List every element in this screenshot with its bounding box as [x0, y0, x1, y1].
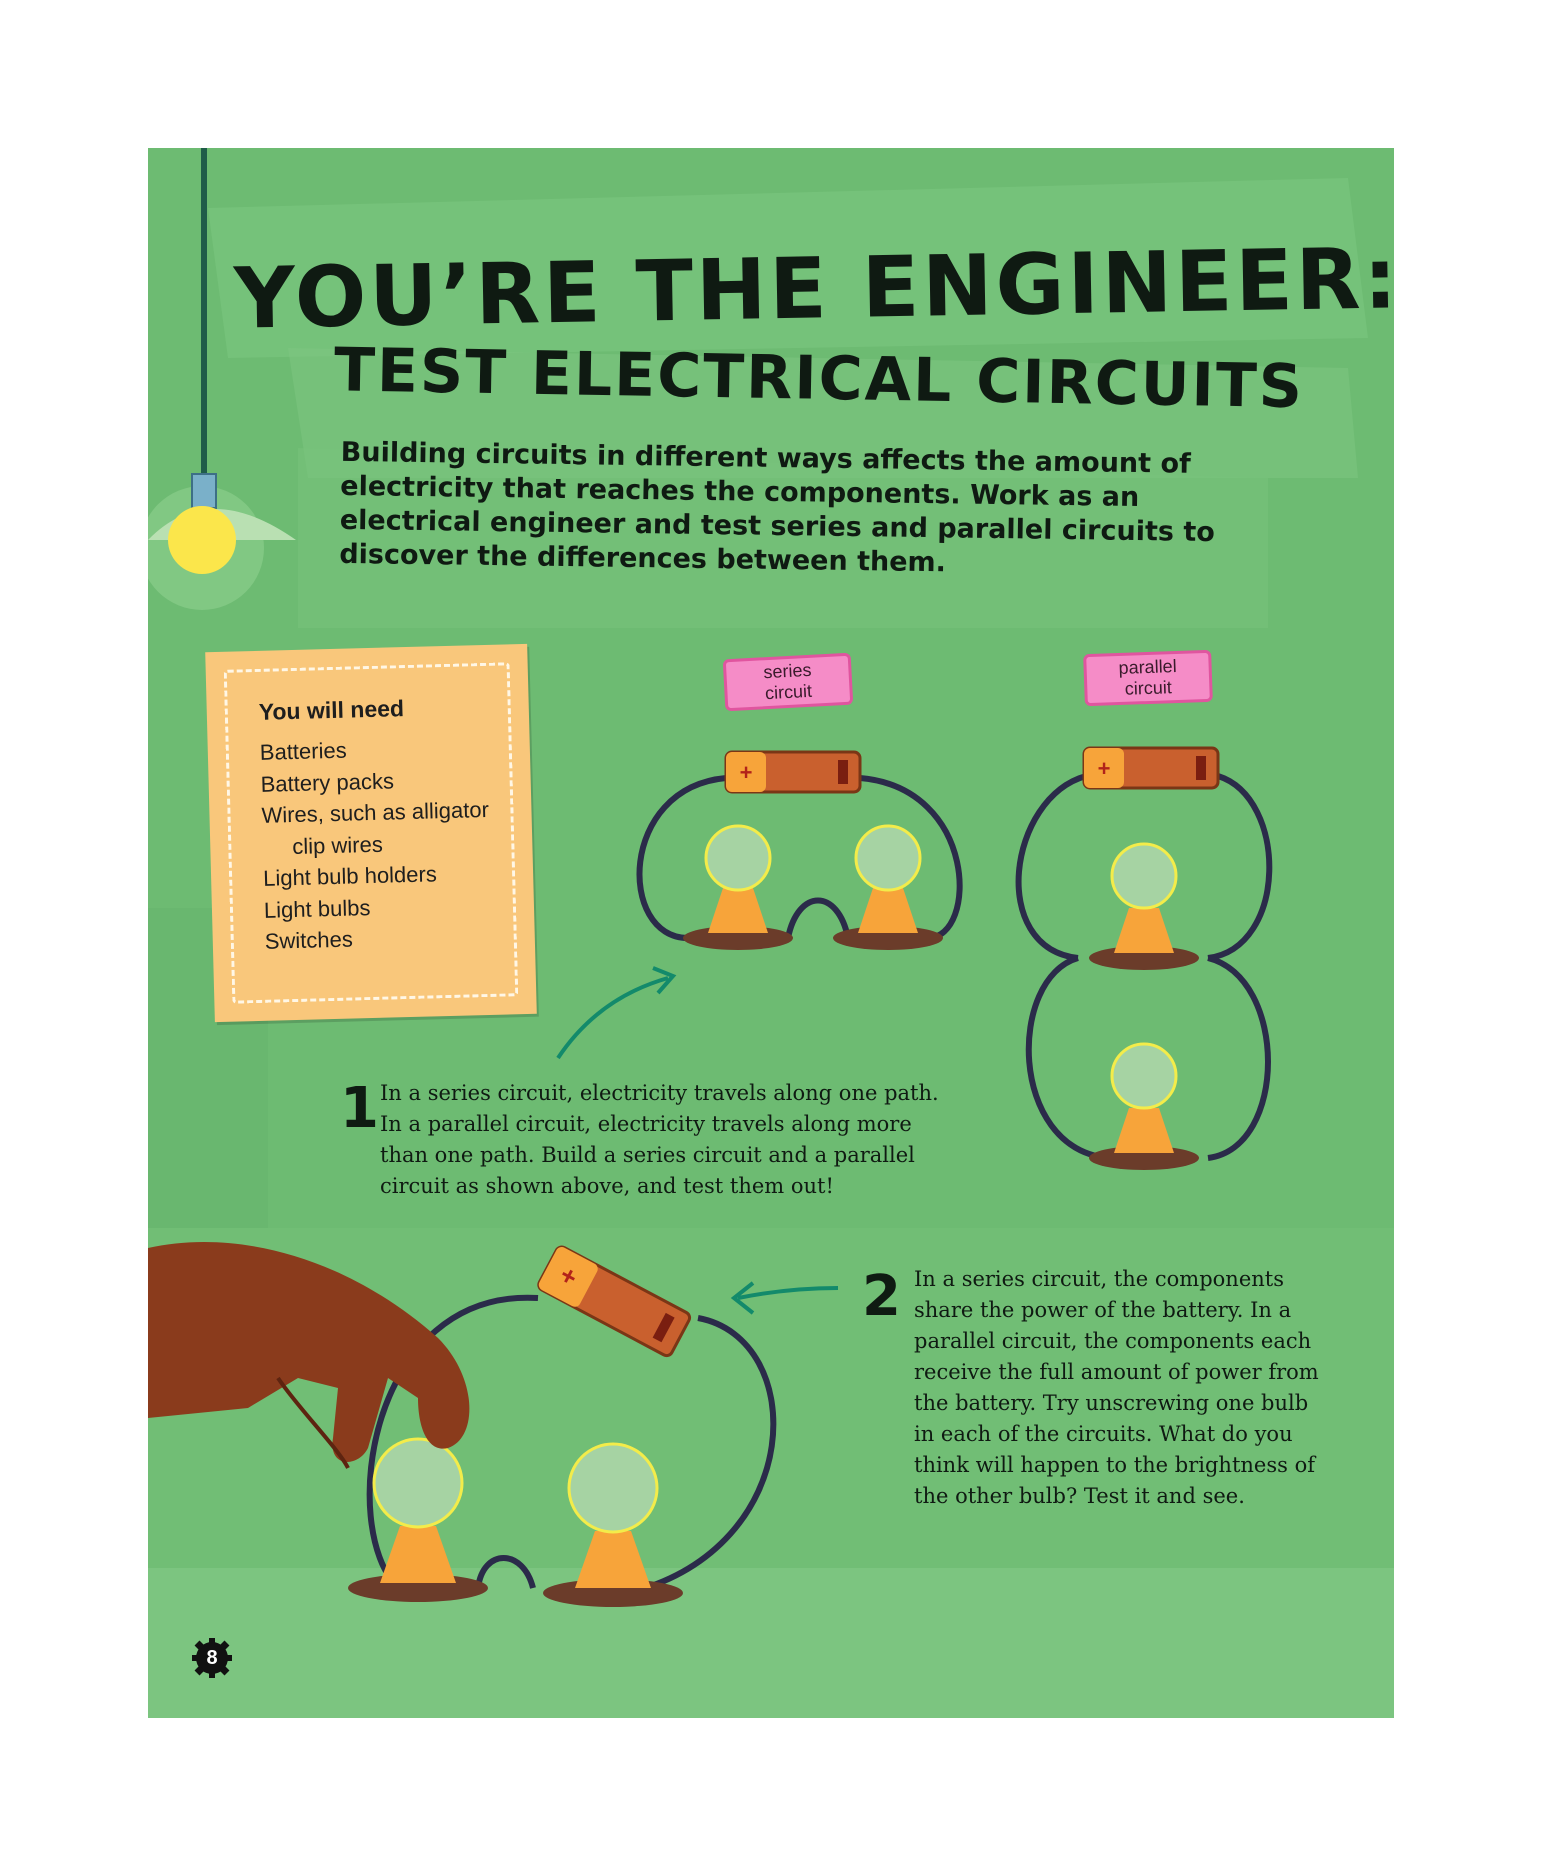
series-circuit-label: series circuit: [722, 652, 854, 712]
light-bulb-icon: [348, 1437, 488, 1602]
parallel-circuit-diagram: +: [1015, 746, 1273, 1170]
light-bulb-icon: [543, 1442, 683, 1607]
hand-icon: [148, 1242, 470, 1469]
battery-icon: +: [724, 750, 862, 794]
battery-plus: +: [1098, 756, 1111, 781]
page: YOU’RE THE ENGINEER: TEST ELECTRICAL CIR…: [148, 148, 1394, 1718]
battery-plus: +: [740, 760, 753, 785]
step-2-text: In a series circuit, the components shar…: [914, 1267, 1319, 1508]
series-circuit-diagram: +: [556, 750, 963, 1060]
light-bulb-icon: [1089, 1042, 1199, 1170]
step-1-number: 1: [340, 1076, 379, 1141]
battery-icon: +: [537, 1245, 692, 1358]
step-2-number: 2: [862, 1264, 901, 1329]
step-1-text: In a series circuit, electricity travels…: [380, 1081, 939, 1198]
arrow-icon: [556, 976, 669, 1060]
battery-icon: +: [1082, 746, 1220, 790]
page-number: 8: [206, 1647, 218, 1669]
circuit-illustrations: + +: [148, 746, 1273, 1607]
light-bulb-icon: [833, 824, 943, 950]
light-bulb-icon: [683, 824, 793, 950]
hanging-lamp-icon: [148, 148, 296, 610]
parallel-circuit-label: parallel circuit: [1083, 649, 1213, 707]
light-bulb-icon: [1089, 842, 1199, 970]
bottom-circuit-scene: +: [148, 1242, 839, 1607]
arrow-icon: [737, 1286, 839, 1300]
gear-icon: [192, 1638, 232, 1678]
